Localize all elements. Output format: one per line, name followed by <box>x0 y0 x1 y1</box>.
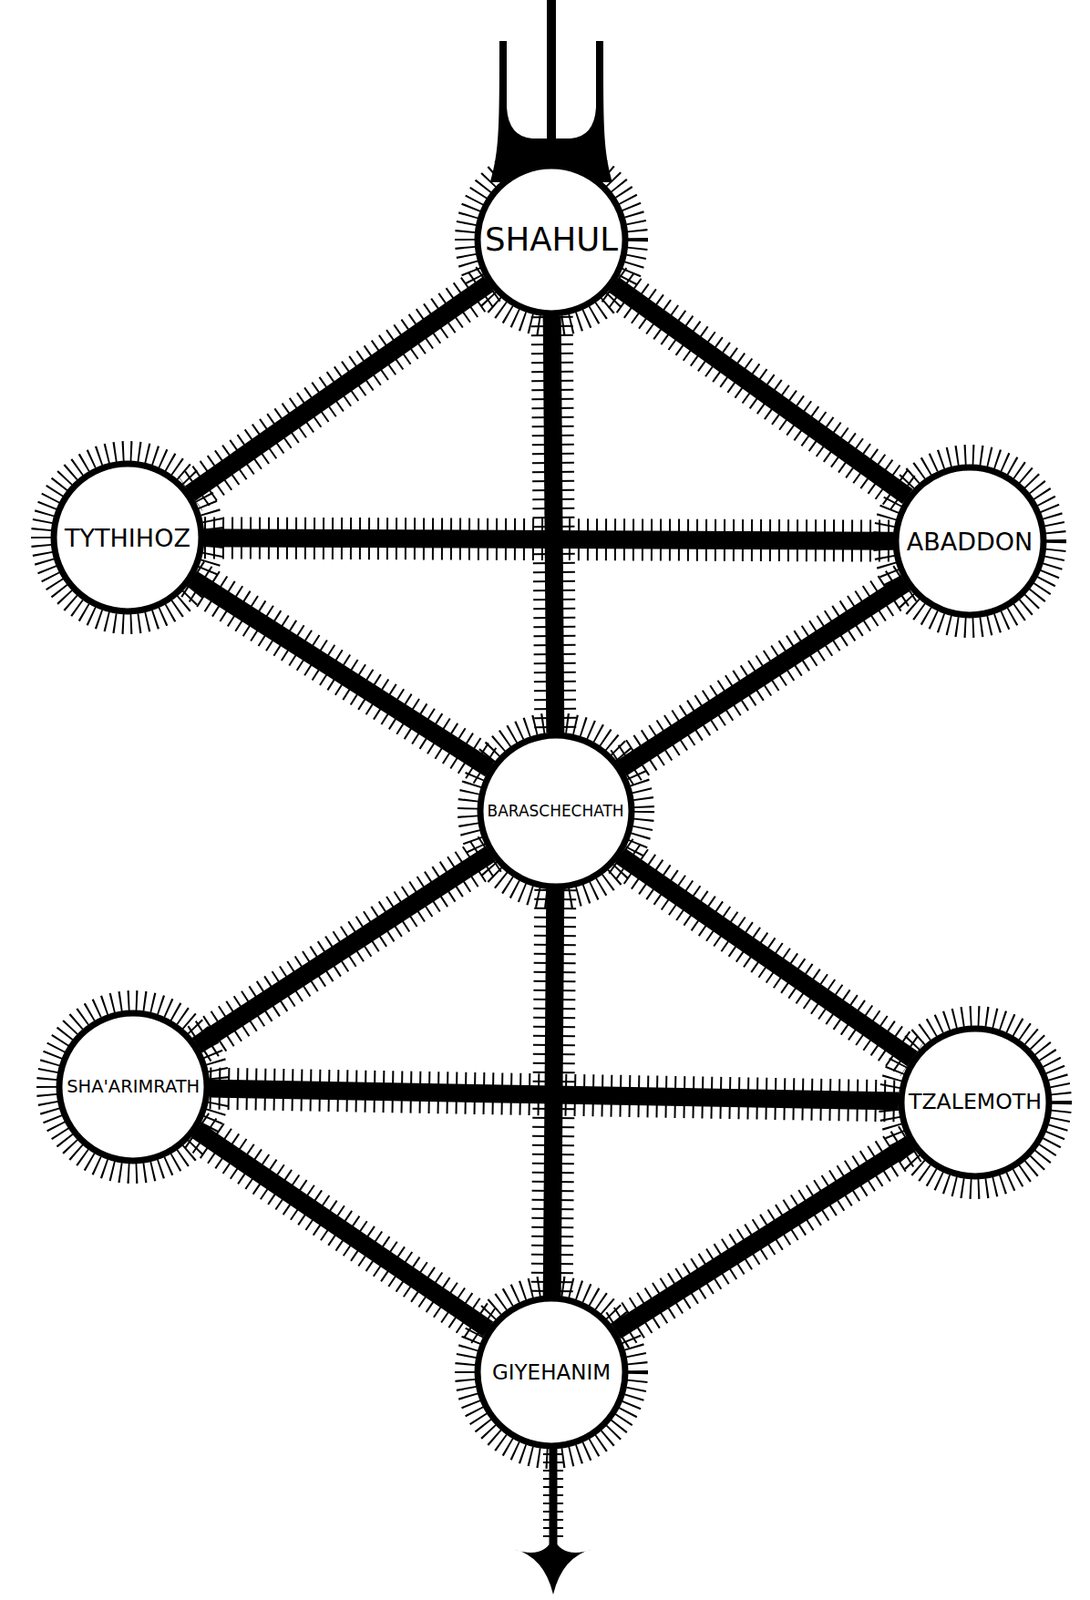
channel-line <box>616 1143 911 1332</box>
channel-line <box>195 1130 488 1329</box>
channel-fringe <box>209 1089 899 1102</box>
path-channel <box>204 537 894 541</box>
sphere-fringe <box>41 451 215 625</box>
sphere-fringe <box>464 1285 638 1460</box>
sphere-ring <box>901 1028 1049 1177</box>
sphere-name: ABADDON <box>906 529 1034 555</box>
path-channel <box>196 853 491 1046</box>
channel-line <box>204 537 894 541</box>
channel-fringe <box>190 283 490 494</box>
sphere-ring <box>477 1298 626 1447</box>
path-channel <box>620 855 913 1060</box>
sphere-circle: BARASCHECHATH <box>477 732 635 890</box>
channel-line <box>613 284 908 497</box>
channel-fringe <box>204 537 894 541</box>
path-channel <box>616 1143 911 1332</box>
channel-fringe <box>196 853 491 1046</box>
sphere-ring <box>53 463 202 612</box>
channel-line <box>552 316 556 733</box>
path-channel <box>190 283 490 494</box>
channel-line <box>196 853 491 1046</box>
sphere-fringe <box>464 153 638 327</box>
channel-fringe <box>195 1130 488 1329</box>
trident-symbol <box>490 12 613 183</box>
path-channel <box>613 284 908 497</box>
channel-line <box>621 583 906 769</box>
sphere-name: TYTHIHOZ <box>64 525 191 551</box>
sphere-circle: TYTHIHOZ <box>51 461 205 615</box>
sphere-name: SHA'ARIMRATH <box>66 1078 200 1097</box>
channel-fringe <box>192 578 491 770</box>
sphere-name: TZALEMOTH <box>908 1091 1042 1114</box>
arrowhead-symbol <box>513 1538 594 1595</box>
sphere-text-box: GIYEHANIM <box>474 1295 628 1450</box>
sphere-text-box: BARASCHECHATH <box>477 732 635 890</box>
sphere-text-box: ABADDON <box>893 464 1047 618</box>
channel-line <box>192 578 491 770</box>
sphere-fringe <box>46 1000 220 1174</box>
channel-fringe <box>613 284 908 497</box>
channel-line <box>190 283 490 494</box>
sphere-text-box: SHAHUL <box>474 163 628 317</box>
sphere-ring <box>477 165 626 314</box>
sphere-circle: TZALEMOTH <box>898 1026 1052 1180</box>
sphere-circle: SHA'ARIMRATH <box>56 1010 210 1164</box>
sphere-circle: SHAHUL <box>474 163 628 317</box>
sphere-circle: ABADDON <box>893 464 1047 618</box>
path-channel <box>209 1089 899 1102</box>
sphere-text-box: TZALEMOTH <box>898 1026 1052 1180</box>
sphere-fringe <box>467 722 645 900</box>
sphere-ring <box>895 467 1044 616</box>
sphere-name: SHAHUL <box>484 223 618 257</box>
sphere-name: BARASCHECHATH <box>487 802 625 820</box>
sphere-ring <box>480 735 632 887</box>
channel-line <box>209 1089 899 1102</box>
channel-fringe <box>552 316 556 733</box>
sphere-fringe <box>883 454 1057 628</box>
sphere-text-box: TYTHIHOZ <box>51 461 205 615</box>
sphere-name: GIYEHANIM <box>492 1362 611 1384</box>
sphere-circle: GIYEHANIM <box>474 1295 628 1450</box>
channel-fringe <box>616 1143 911 1332</box>
path-channel <box>195 1130 488 1329</box>
sphere-text-box: SHA'ARIMRATH <box>56 1010 210 1164</box>
path-channel <box>621 583 906 769</box>
channel-fringe <box>621 583 906 769</box>
channel-line <box>620 855 913 1060</box>
channel-fringe <box>620 855 913 1060</box>
sphere-fringe <box>888 1016 1062 1190</box>
sphere-ring <box>59 1013 207 1162</box>
path-channel <box>552 316 556 733</box>
path-channel <box>192 578 491 770</box>
